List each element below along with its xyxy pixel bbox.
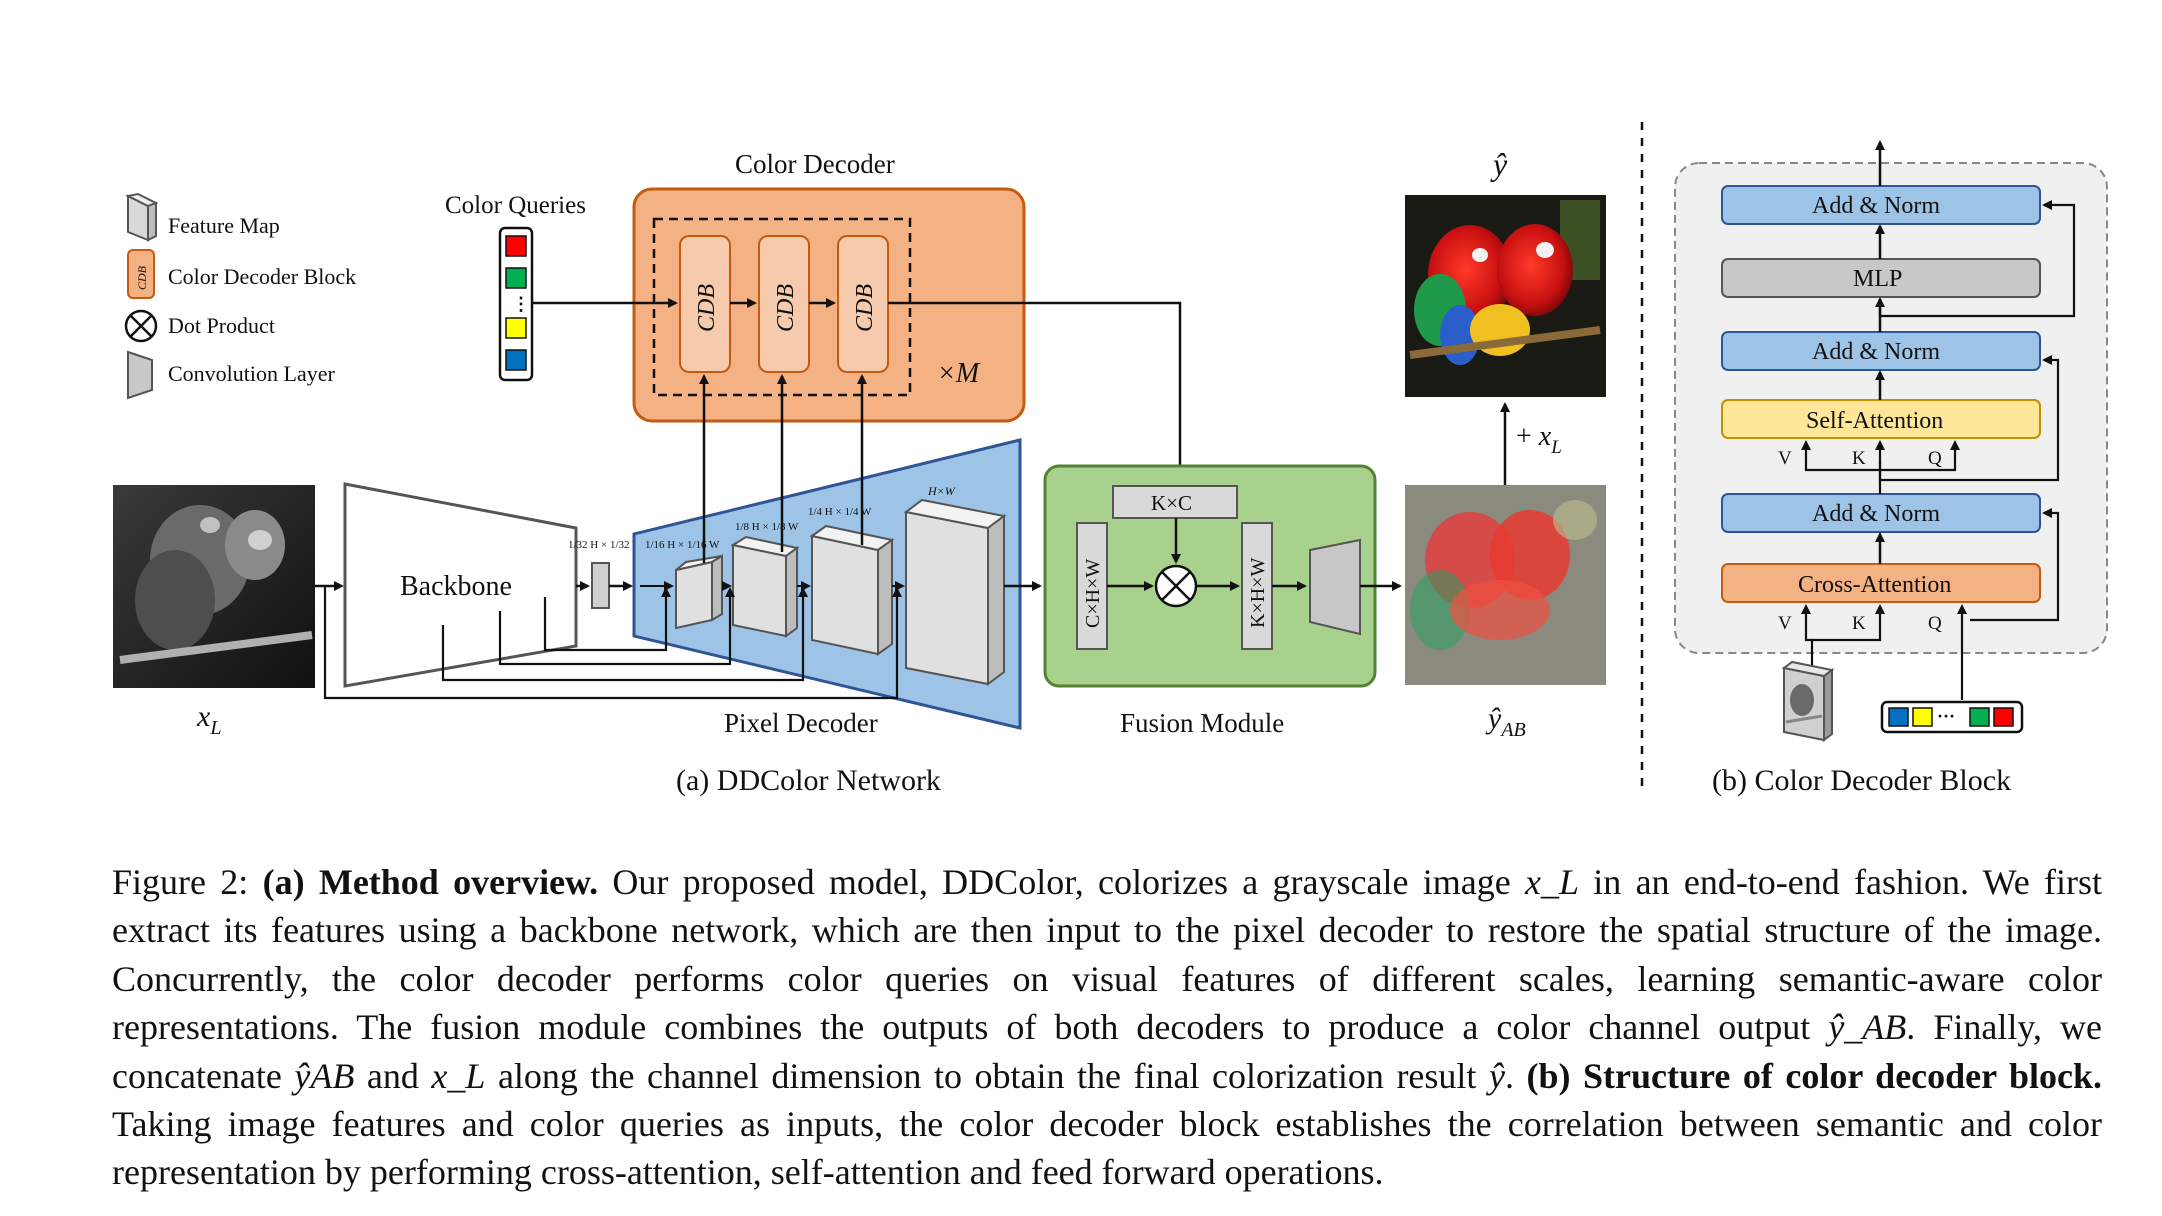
feature-1-32 bbox=[591, 562, 610, 609]
legend-dot-product: Dot Product bbox=[168, 313, 275, 338]
feature-full bbox=[903, 498, 1007, 686]
svg-text:Cross-Attention: Cross-Attention bbox=[1798, 572, 1951, 598]
cdb-block-2: CDB bbox=[758, 235, 810, 373]
cdb-block-3: CDB bbox=[837, 235, 889, 373]
svg-text:V: V bbox=[1778, 613, 1792, 634]
caption-sym-xl: x_L bbox=[1524, 862, 1579, 902]
backbone-block bbox=[343, 482, 578, 688]
fusion-conv-layer bbox=[1309, 538, 1361, 636]
scale-full-label: H×W bbox=[927, 484, 956, 498]
backbone-label: Backbone bbox=[400, 571, 512, 602]
fusion-module-box bbox=[1043, 464, 1377, 688]
repeat-m-label: ×M bbox=[937, 358, 981, 389]
svg-text:Q: Q bbox=[1928, 613, 1942, 634]
final-color-image bbox=[1405, 195, 1606, 397]
legend-conv-layer: Convolution Layer bbox=[168, 361, 335, 386]
legend: Feature Map CDB Color Decoder Block Dot … bbox=[124, 192, 356, 400]
svg-text:CDB: CDB bbox=[135, 265, 149, 290]
svg-text:MLP: MLP bbox=[1853, 266, 1902, 292]
cdb-legend-icon: CDB bbox=[127, 249, 155, 299]
feature-1-8 bbox=[730, 535, 800, 638]
svg-text:Add & Norm: Add & Norm bbox=[1812, 339, 1940, 365]
svg-text:K×C: K×C bbox=[1151, 491, 1192, 515]
cxhxw-block bbox=[1076, 522, 1108, 650]
y-hat-ab-label: ŷAB bbox=[1485, 702, 1526, 741]
mlp-block: MLP bbox=[1721, 258, 2041, 298]
dot-product-icon bbox=[124, 309, 158, 343]
scale-1-8-label: 1/8 H × 1/8 W bbox=[735, 521, 799, 533]
caption-a-label: (a) Method overview. bbox=[262, 862, 599, 902]
cdb-block-1: CDB bbox=[679, 235, 731, 373]
color-queries-label: Color Queries bbox=[445, 192, 586, 219]
feature-1-16 bbox=[675, 554, 723, 630]
svg-text:CDB: CDB bbox=[694, 284, 720, 332]
self-attention-block: Self-Attention bbox=[1721, 399, 2041, 439]
legend-cdb-block: Color Decoder Block bbox=[168, 264, 356, 289]
svg-text:Add & Norm: Add & Norm bbox=[1812, 501, 1940, 527]
legend-feature-map: Feature Map bbox=[168, 213, 280, 238]
caption-sym-yab: ŷ_AB bbox=[1828, 1007, 1907, 1048]
image-feature-thumbnail bbox=[1781, 660, 1835, 742]
svg-text:Add & Norm: Add & Norm bbox=[1812, 193, 1940, 219]
conv-layer-icon bbox=[127, 350, 153, 400]
color-queries-stack: ⋮ bbox=[498, 226, 534, 382]
dot-product-node bbox=[1154, 564, 1198, 608]
kxc-block bbox=[1112, 485, 1238, 519]
x-l-label: xL bbox=[196, 700, 221, 739]
y-hat-label: ŷ bbox=[1490, 146, 1508, 182]
feature-map-icon bbox=[124, 192, 159, 242]
svg-text:CDB: CDB bbox=[773, 284, 799, 332]
cross-attention-block: Cross-Attention bbox=[1721, 563, 2041, 603]
add-norm-2: Add & Norm bbox=[1721, 331, 2041, 371]
svg-text:Q: Q bbox=[1928, 448, 1942, 469]
plus-x-l-label: + xL bbox=[1516, 421, 1562, 458]
svg-text:⋮: ⋮ bbox=[512, 294, 530, 314]
method-figure: Feature Map CDB Color Decoder Block Dot … bbox=[113, 122, 2108, 797]
network-subtitle: (a) DDColor Network bbox=[676, 764, 941, 797]
caption-fig-label: Figure 2: bbox=[112, 862, 249, 902]
svg-text:K: K bbox=[1852, 613, 1866, 634]
add-norm-1: Add & Norm bbox=[1721, 493, 2041, 533]
fusion-module-label: Fusion Module bbox=[1120, 708, 1284, 738]
scale-1-32-label: 1/32 H × 1/32 W bbox=[568, 539, 643, 551]
svg-text:···: ··· bbox=[1937, 706, 1955, 726]
ab-output-image bbox=[1405, 485, 1606, 685]
svg-text:Self-Attention: Self-Attention bbox=[1806, 408, 1943, 434]
cdb-detail-subtitle: (b) Color Decoder Block bbox=[1712, 764, 2011, 797]
color-query-row: ··· bbox=[1880, 700, 2024, 734]
kxhxw-block bbox=[1241, 522, 1273, 650]
scale-1-16-label: 1/16 H × 1/16 W bbox=[645, 539, 720, 551]
grayscale-input-image bbox=[113, 485, 315, 688]
svg-text:CDB: CDB bbox=[852, 284, 878, 332]
feature-1-4 bbox=[809, 524, 895, 656]
color-decoder-title: Color Decoder bbox=[735, 149, 895, 179]
pixel-decoder-label: Pixel Decoder bbox=[724, 708, 878, 738]
svg-text:V: V bbox=[1778, 448, 1792, 469]
add-norm-3: Add & Norm bbox=[1721, 185, 2041, 225]
figure-caption: Figure 2: (a) Method overview. Our propo… bbox=[112, 862, 2103, 1193]
svg-text:C×H×W: C×H×W bbox=[1082, 559, 1104, 628]
scale-1-4-label: 1/4 H × 1/4 W bbox=[808, 506, 872, 518]
caption-b-label: (b) Structure of color decoder block. bbox=[1526, 1055, 2103, 1096]
svg-text:K: K bbox=[1852, 448, 1866, 469]
svg-text:K×H×W: K×H×W bbox=[1247, 558, 1269, 628]
